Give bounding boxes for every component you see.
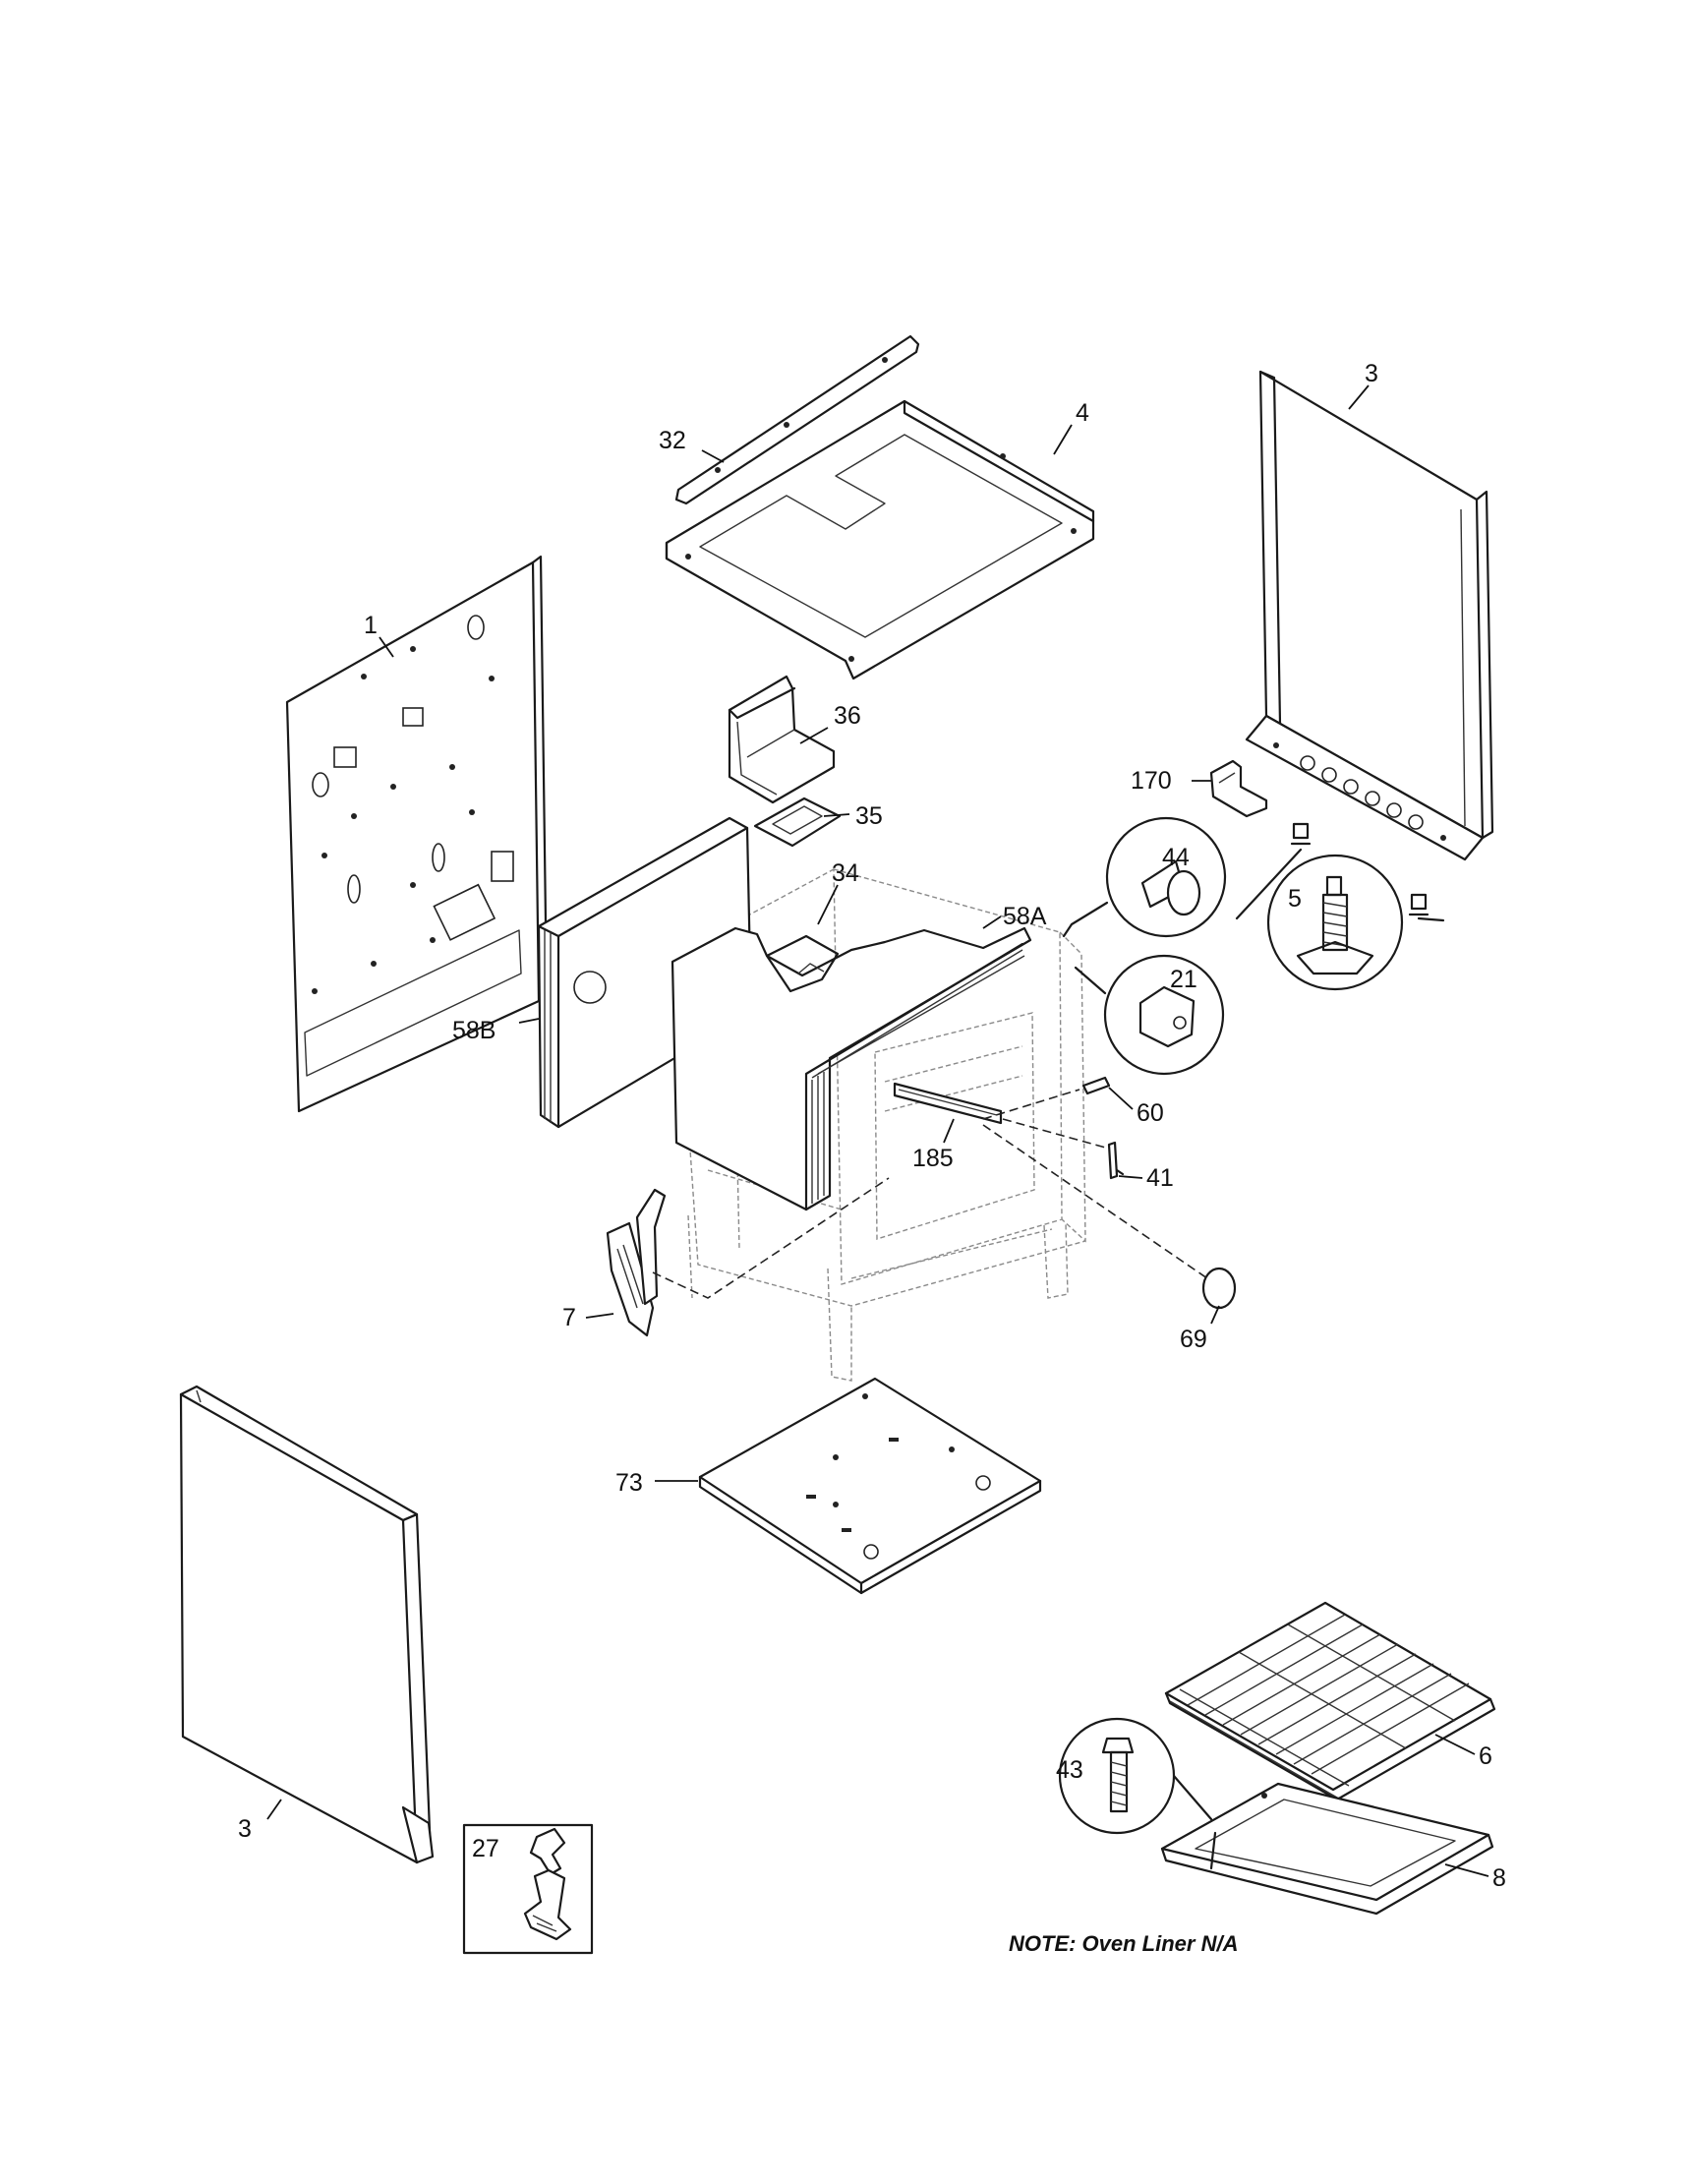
- callout-leaders: [266, 384, 1489, 1877]
- part-5-leveling-leg-detail: [1266, 854, 1404, 991]
- callout-35: 35: [855, 802, 883, 830]
- part-73-oven-bottom-panel: [698, 1377, 1042, 1595]
- part-8-broiler-tray: [1160, 1782, 1494, 1916]
- callout-3-top: 3: [1365, 360, 1378, 387]
- part-3-side-panel-left: [179, 1385, 435, 1864]
- oven-liner-note: NOTE: Oven Liner N/A: [1009, 1931, 1238, 1956]
- part-44-knob-detail: [1105, 816, 1227, 938]
- part-36-vent-duct: [728, 675, 836, 804]
- leveler-screws: [1235, 822, 1445, 922]
- callout-5: 5: [1288, 885, 1302, 913]
- part-21-clip-detail: [1103, 954, 1225, 1076]
- callout-8: 8: [1492, 1864, 1506, 1892]
- callout-1: 1: [364, 612, 378, 639]
- callout-58b: 58B: [452, 1017, 496, 1044]
- callout-32: 32: [659, 427, 686, 454]
- callout-27: 27: [472, 1835, 499, 1862]
- callout-58a: 58A: [1003, 903, 1047, 930]
- callout-44: 44: [1162, 844, 1190, 871]
- callout-41: 41: [1146, 1164, 1174, 1192]
- callout-185: 185: [912, 1145, 954, 1172]
- part-35-duct-gasket: [753, 797, 842, 848]
- callout-73: 73: [615, 1469, 643, 1497]
- callout-170: 170: [1131, 767, 1172, 795]
- part-27-detail-box: [462, 1823, 594, 1955]
- callout-69: 69: [1180, 1326, 1207, 1353]
- callout-43: 43: [1056, 1756, 1083, 1784]
- callout-36: 36: [834, 702, 861, 730]
- callout-7: 7: [562, 1304, 576, 1331]
- part-6-oven-rack: [1164, 1601, 1496, 1801]
- part-185-oven-vent: [893, 1082, 1003, 1125]
- part-7-door-hinge: [606, 1188, 667, 1337]
- alignment-lines: [652, 1089, 1208, 1299]
- callout-60: 60: [1137, 1099, 1164, 1127]
- detail-leader-lines: [1062, 901, 1109, 995]
- part-3-side-panel-right: [1245, 370, 1494, 861]
- callout-3-bottom: 3: [238, 1815, 252, 1843]
- part-41-bracket: [1107, 1141, 1125, 1180]
- part-69-oven-light-lens: [1201, 1267, 1237, 1310]
- callout-labels: 1 3 3 4 5 6 7 8 21 27 32 34 35 36 41 43 …: [238, 360, 1506, 1892]
- callout-21: 21: [1170, 966, 1197, 993]
- part-43-rack-stop-screw-detail: [1058, 1717, 1213, 1835]
- part-1-rear-panel: [285, 555, 549, 1113]
- callout-34: 34: [832, 859, 859, 887]
- callout-4: 4: [1076, 399, 1089, 427]
- part-60-clip: [1081, 1076, 1111, 1095]
- part-4-cooktop-support-frame: [665, 399, 1095, 680]
- part-170-leveler-bracket: [1209, 759, 1268, 818]
- callout-6: 6: [1479, 1742, 1492, 1770]
- part-32-top-trim-strip: [674, 334, 920, 505]
- part-58a-wrap-insulation: [671, 926, 1032, 1211]
